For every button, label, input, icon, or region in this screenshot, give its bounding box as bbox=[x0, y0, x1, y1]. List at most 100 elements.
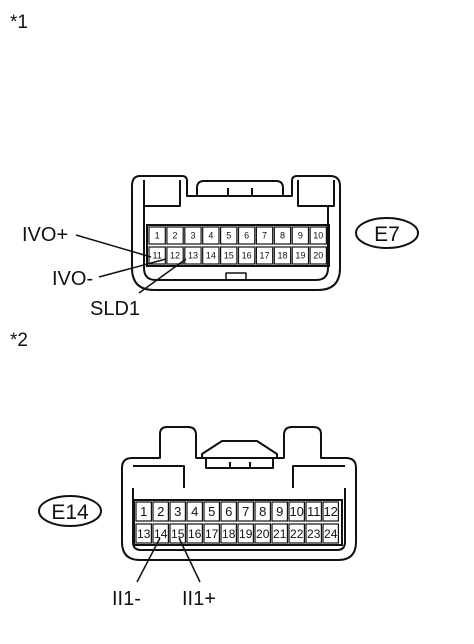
pin-number: 10 bbox=[289, 504, 303, 519]
pin-cavity bbox=[254, 523, 271, 544]
connector-e7-id: E7 bbox=[374, 223, 400, 246]
pin-cavity bbox=[220, 226, 238, 245]
pin-cavity bbox=[166, 246, 184, 265]
pin-cavity bbox=[220, 246, 238, 265]
pin-number: 20 bbox=[256, 527, 270, 541]
pin-cavity bbox=[237, 246, 256, 265]
pin-number: 15 bbox=[224, 251, 234, 261]
pin-number: 13 bbox=[188, 251, 198, 261]
pin-cavity bbox=[254, 501, 271, 522]
pin-number: 4 bbox=[191, 504, 198, 519]
pin-cavity bbox=[237, 226, 256, 245]
pin-cavity bbox=[309, 226, 328, 245]
pin-cavity bbox=[237, 523, 254, 544]
pin-number: 21 bbox=[273, 527, 287, 541]
pin-cavity bbox=[203, 501, 220, 522]
pin-cavity bbox=[186, 501, 203, 522]
pin-cavity bbox=[305, 523, 322, 544]
pin-number: 9 bbox=[276, 504, 283, 519]
callout-line-ii1-plus bbox=[178, 537, 201, 583]
callout-line-ivo-plus bbox=[75, 234, 152, 258]
callout-line-ivo-minus bbox=[98, 258, 167, 278]
pin-cavity bbox=[184, 226, 202, 245]
pin-cavity bbox=[220, 501, 237, 522]
pin-cavity bbox=[169, 523, 186, 544]
pin-number: 12 bbox=[170, 251, 180, 261]
pin-cavity bbox=[291, 246, 310, 265]
pin-cavity bbox=[273, 226, 292, 245]
pin-cavity bbox=[186, 523, 203, 544]
pin-number: 4 bbox=[208, 231, 213, 241]
pin-cavity bbox=[291, 226, 310, 245]
connector-e14-badge: E14 bbox=[38, 495, 102, 527]
pin-cavity bbox=[322, 501, 339, 522]
pin-number: 1 bbox=[140, 504, 147, 519]
pin-number: 16 bbox=[242, 251, 252, 261]
pin-cavity bbox=[255, 226, 274, 245]
pin-number: 10 bbox=[313, 231, 323, 241]
pin-number: 5 bbox=[208, 504, 215, 519]
pin-cavity bbox=[135, 523, 152, 544]
connector-e7-badge: E7 bbox=[355, 217, 419, 249]
callout-line-ii1-minus bbox=[136, 537, 161, 583]
pin-cavity bbox=[169, 501, 186, 522]
pin-cavity bbox=[184, 246, 202, 265]
pin-cavity bbox=[322, 523, 339, 544]
pin-number: 5 bbox=[226, 231, 231, 241]
pin-cavity bbox=[202, 226, 220, 245]
pin-number: 15 bbox=[171, 527, 185, 541]
pin-cavity bbox=[203, 523, 220, 544]
pin-cavity bbox=[273, 246, 292, 265]
pin-number: 14 bbox=[206, 251, 216, 261]
callout-label-ivo-plus: IVO+ bbox=[22, 224, 68, 246]
section-marker-1: *1 bbox=[10, 12, 28, 33]
pin-number: 6 bbox=[244, 231, 249, 241]
pin-number: 24 bbox=[324, 527, 338, 541]
pin-cavity bbox=[152, 501, 169, 522]
pin-cavity bbox=[202, 246, 220, 265]
pin-number: 6 bbox=[225, 504, 232, 519]
pin-number: 12 bbox=[323, 504, 337, 519]
pin-number: 13 bbox=[137, 527, 151, 541]
connector-e14-id: E14 bbox=[51, 501, 89, 524]
pin-number: 1 bbox=[155, 231, 160, 241]
pin-number: 19 bbox=[239, 527, 253, 541]
pin-cavity bbox=[288, 523, 305, 544]
callout-label-ii1-minus: II1- bbox=[112, 588, 141, 610]
callout-label-sld1: SLD1 bbox=[90, 298, 140, 320]
section-marker-2: *2 bbox=[10, 330, 28, 351]
pin-number: 7 bbox=[242, 504, 249, 519]
pin-number: 7 bbox=[262, 231, 267, 241]
callout-label-ii1-plus: II1+ bbox=[182, 588, 216, 610]
pin-number: 16 bbox=[188, 527, 202, 541]
pin-number: 8 bbox=[280, 231, 285, 241]
pin-cavity bbox=[288, 501, 305, 522]
pin-number: 2 bbox=[173, 231, 178, 241]
pin-number: 18 bbox=[222, 527, 236, 541]
pin-number: 3 bbox=[174, 504, 181, 519]
pin-cavity bbox=[271, 501, 288, 522]
connector-e14-callouts bbox=[136, 537, 201, 583]
pin-number: 11 bbox=[307, 504, 321, 519]
pin-cavity bbox=[166, 226, 184, 245]
pin-cavity bbox=[220, 523, 237, 544]
pin-cavity bbox=[255, 246, 274, 265]
pin-cavity bbox=[237, 501, 254, 522]
pin-number: 11 bbox=[152, 251, 161, 261]
connector-e7-callouts bbox=[75, 234, 187, 294]
pin-number: 2 bbox=[157, 504, 164, 519]
pin-number: 17 bbox=[205, 527, 219, 541]
pin-number: 22 bbox=[290, 527, 304, 541]
pin-number: 20 bbox=[313, 251, 323, 261]
pin-cavity bbox=[309, 246, 328, 265]
pin-cavity bbox=[271, 523, 288, 544]
pin-number: 14 bbox=[154, 527, 168, 541]
pin-cavity bbox=[305, 501, 322, 522]
callout-line-sld1 bbox=[138, 258, 187, 294]
pin-number: 9 bbox=[298, 231, 303, 241]
